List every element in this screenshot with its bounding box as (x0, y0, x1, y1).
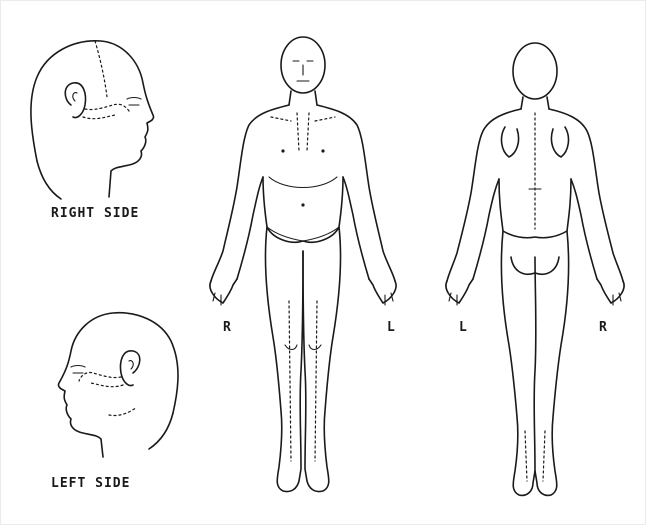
body-back-view (446, 43, 624, 495)
back-left-label: L (459, 320, 468, 335)
front-right-label: R (223, 320, 232, 335)
left-side-label: LEFT SIDE (51, 476, 130, 491)
right-side-label: RIGHT SIDE (51, 206, 139, 221)
front-left-label: L (387, 320, 396, 335)
head-left-side-view (58, 313, 178, 457)
body-front-view (210, 37, 396, 492)
head-right-side-view (31, 41, 154, 199)
back-right-label: R (599, 320, 608, 335)
